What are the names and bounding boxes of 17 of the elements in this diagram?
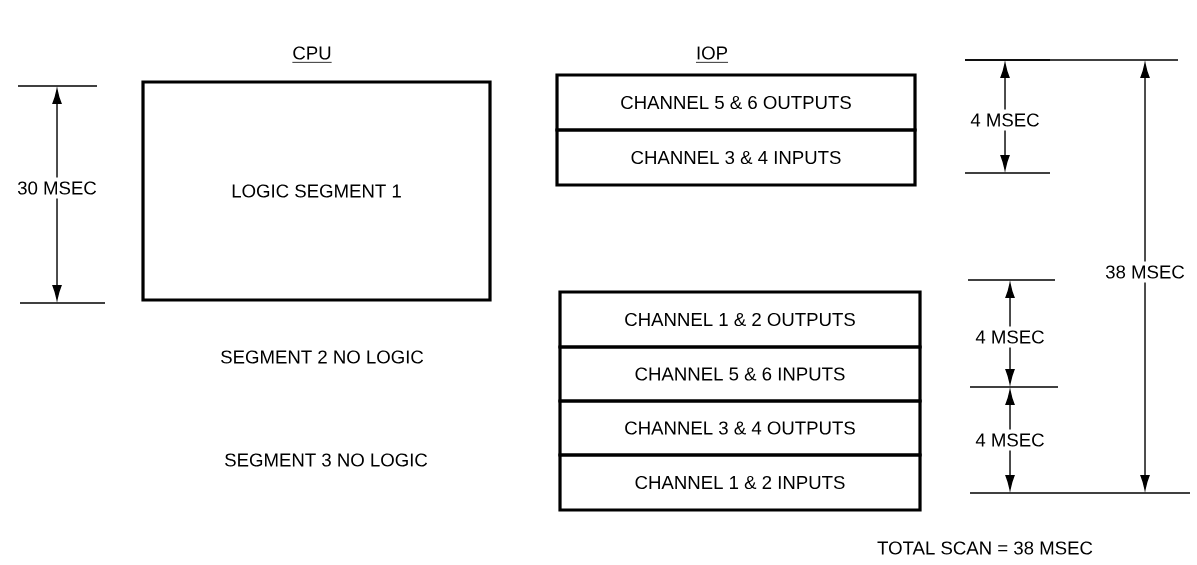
logic-box: LOGIC SEGMENT 1 [141, 80, 492, 302]
total-note: TOTAL SCAN = 38 MSEC [877, 541, 1093, 555]
channel-box: CHANNEL 3 & 4 INPUTS [555, 128, 917, 187]
segment-note: SEGMENT 2 NO LOGIC [221, 350, 424, 364]
column-heading: CPU [291, 46, 333, 63]
channel-box: CHANNEL 5 & 6 OUTPUTS [555, 73, 917, 132]
dimension-label: 30 MSEC [13, 177, 101, 199]
channel-box: CHANNEL 1 & 2 OUTPUTS [558, 290, 922, 349]
segment-note: SEGMENT 3 NO LOGIC [225, 453, 428, 467]
channel-box: CHANNEL 3 & 4 OUTPUTS [558, 399, 922, 457]
dimension-label: 4 MSEC [966, 109, 1044, 131]
dimension-label: 38 MSEC [1101, 261, 1189, 283]
dimension-label: 4 MSEC [971, 326, 1049, 348]
channel-box: CHANNEL 5 & 6 INPUTS [558, 345, 922, 403]
channel-box: CHANNEL 1 & 2 INPUTS [558, 453, 922, 512]
column-heading: IOP [695, 46, 729, 63]
dimension-label: 4 MSEC [971, 429, 1049, 451]
